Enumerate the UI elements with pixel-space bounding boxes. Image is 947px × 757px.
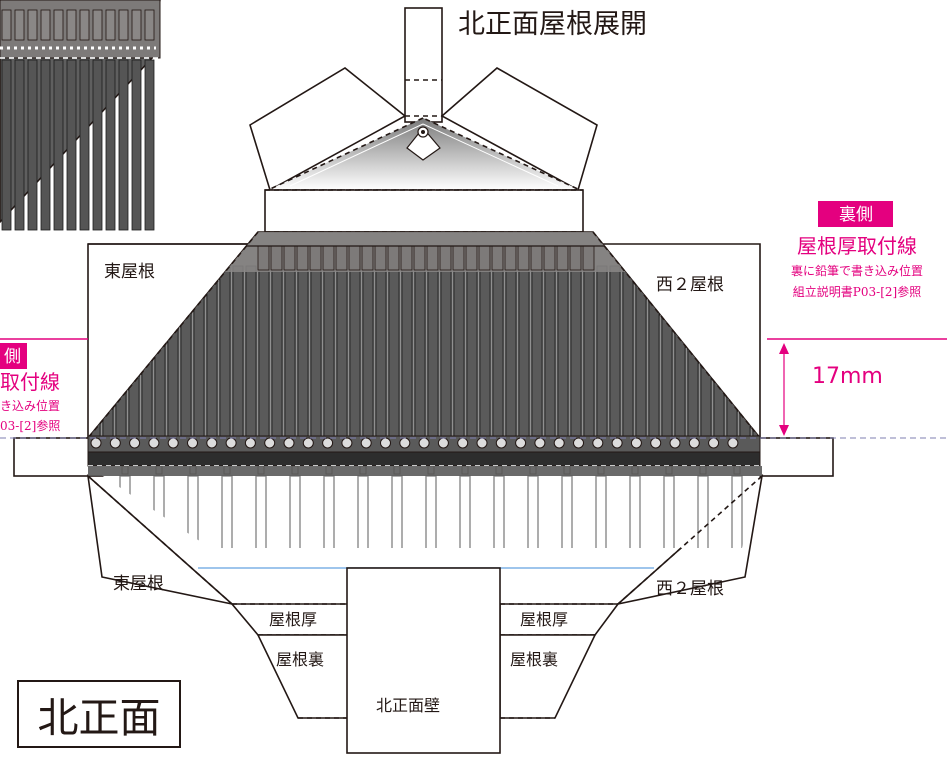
- note-left-line2: き込み位置: [0, 398, 60, 413]
- roof-underside-right-label: 屋根裏: [510, 650, 558, 669]
- dimension-17mm: [0, 338, 947, 439]
- note-left-line1: 取付線: [0, 370, 60, 394]
- note-left-line3: 03-[2]参照: [0, 418, 60, 433]
- west-roof-lower-label: 西２屋根: [656, 579, 724, 599]
- note-left-badge: 側: [4, 347, 21, 367]
- face-label: 北正面: [38, 694, 161, 742]
- dimension-label: 17mm: [812, 364, 883, 389]
- note-right-line3: 組立説明書P03-[2]参照: [793, 284, 921, 299]
- east-roof-upper-label: 東屋根: [104, 262, 155, 282]
- north-wall-label: 北正面壁: [376, 696, 440, 715]
- north-wall-panel: [346, 567, 501, 754]
- adjacent-roof-piece: [0, 0, 161, 231]
- gable-flaps: [249, 67, 598, 192]
- roof-thickness-right-label: 屋根厚: [520, 610, 568, 629]
- ridge-tab: [404, 7, 443, 123]
- note-right-line2: 裏に鉛筆で書き込み位置: [791, 263, 923, 278]
- diagram-title: 北正面屋根展開: [458, 9, 647, 40]
- west-roof-upper-label: 西２屋根: [656, 275, 724, 295]
- face-label-box: 北正面: [17, 680, 181, 748]
- ridge-band: [264, 189, 584, 233]
- note-right: 裏側 屋根厚取付線 裏に鉛筆で書き込み位置 組立説明書P03-[2]参照: [791, 201, 923, 299]
- roof-thickness-left-label: 屋根厚: [269, 610, 317, 629]
- note-left: 側 取付線 き込み位置 03-[2]参照: [0, 343, 60, 433]
- note-right-badge: 裏側: [839, 204, 873, 225]
- roof-underside-left-label: 屋根裏: [276, 650, 324, 669]
- note-right-line1: 屋根厚取付線: [797, 234, 917, 258]
- east-roof-lower-label: 東屋根: [113, 574, 164, 594]
